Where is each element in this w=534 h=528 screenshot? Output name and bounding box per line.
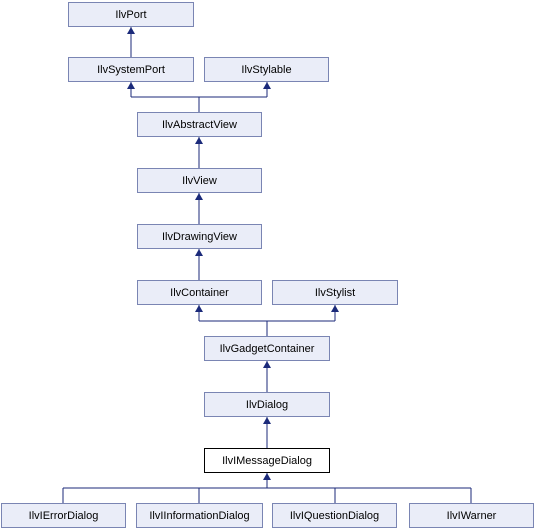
edge-arrowhead — [195, 305, 203, 312]
edge-arrowhead — [331, 305, 339, 312]
edge-arrowhead — [263, 82, 271, 89]
node-ilvdialog[interactable]: IlvDialog — [204, 392, 330, 417]
node-ilvcontainer[interactable]: IlvContainer — [137, 280, 262, 305]
edge-arrowhead — [195, 137, 203, 144]
edge-arrowhead — [263, 361, 271, 368]
node-ilviwarner[interactable]: IlvIWarner — [409, 503, 534, 528]
node-ilvierrordialog[interactable]: IlvIErrorDialog — [1, 503, 126, 528]
node-ilvport[interactable]: IlvPort — [68, 2, 194, 27]
node-ilvabstractview[interactable]: IlvAbstractView — [137, 112, 262, 137]
node-ilvimessagedialog[interactable]: IlvIMessageDialog — [204, 448, 330, 473]
node-ilviquestiondialog[interactable]: IlvIQuestionDialog — [272, 503, 397, 528]
edge-arrowhead — [127, 82, 135, 89]
node-ilvsystemport[interactable]: IlvSystemPort — [68, 57, 194, 82]
node-ilviinformationdialog[interactable]: IlvIInformationDialog — [136, 503, 263, 528]
edge-arrowhead — [195, 249, 203, 256]
edge-arrowhead — [263, 473, 271, 480]
node-ilvstylist[interactable]: IlvStylist — [272, 280, 398, 305]
node-ilvgadgetcontainer[interactable]: IlvGadgetContainer — [204, 336, 330, 361]
edge-arrowhead — [263, 417, 271, 424]
node-ilvview[interactable]: IlvView — [137, 168, 262, 193]
node-ilvstylable[interactable]: IlvStylable — [204, 57, 329, 82]
edge-arrowhead — [195, 193, 203, 200]
edge-arrowhead — [127, 27, 135, 34]
node-ilvdrawingview[interactable]: IlvDrawingView — [137, 224, 262, 249]
